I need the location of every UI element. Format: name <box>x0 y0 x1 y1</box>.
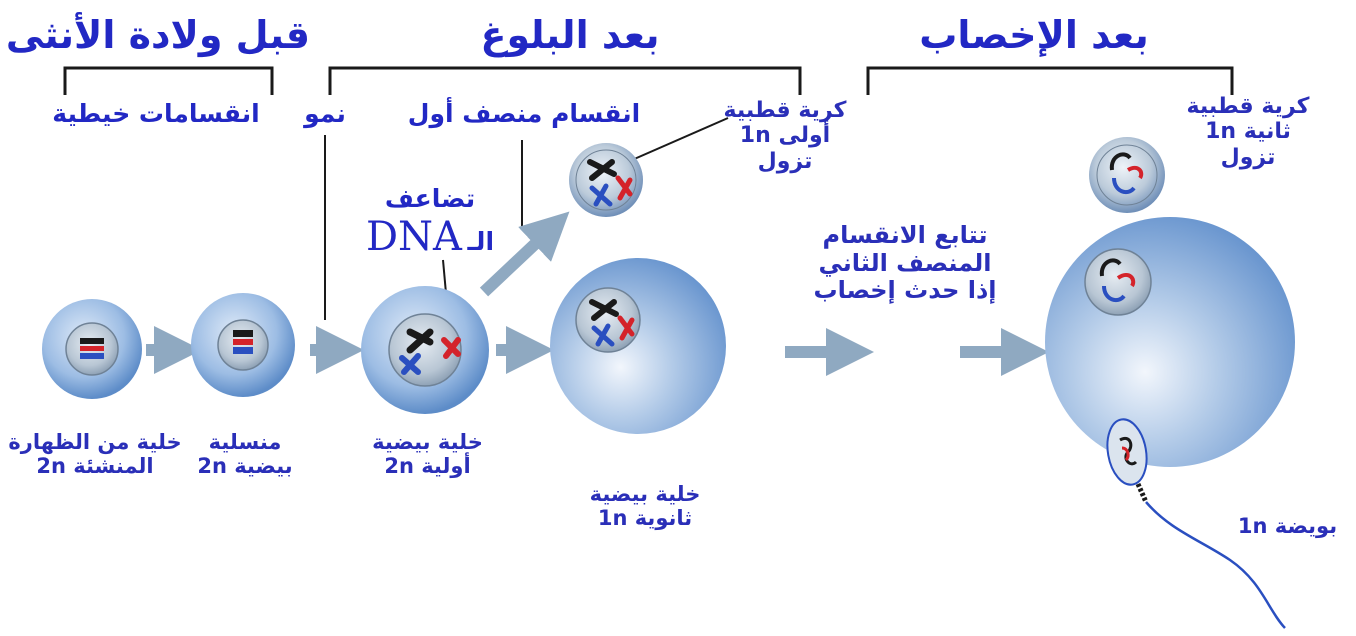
primary-oocyte-cell <box>361 286 489 414</box>
process-arrows <box>146 211 1049 376</box>
bracket-after-fertilization <box>866 66 1234 95</box>
secondary-oocyte-cell <box>550 258 726 434</box>
ovum-cell <box>1045 137 1295 629</box>
primary-oocyte-label: خلية بيضية أولية 2n <box>372 430 483 479</box>
germinal-cell <box>42 299 142 399</box>
dna-prefix: الـ <box>467 226 495 256</box>
label-mitosis: انقسامات خيطية <box>52 99 260 128</box>
header-after-puberty: بعد البلوغ <box>480 13 660 57</box>
first-polar-body-label: كرية قطبية أولى 1n تزول <box>723 98 847 174</box>
arrow-4 <box>479 211 570 297</box>
bracket-before-birth <box>63 66 274 95</box>
germinal-cell-label: خلية من الظهارة المنشئة 2n <box>8 430 182 479</box>
second-polar-body-label: كرية قطبية ثانية 1n تزول <box>1186 94 1310 170</box>
oogonium-cell <box>191 293 295 397</box>
dna-acronym: DNA <box>365 213 462 260</box>
first-polar-body <box>569 143 643 217</box>
polar-body-line <box>631 117 729 161</box>
meiosis-two-label: تتابع الانقسام المنصف الثاني إذا حدث إخص… <box>813 221 997 305</box>
header-before-birth: قبل ولادة الأنثى <box>5 13 310 57</box>
sperm <box>1106 418 1286 629</box>
bracket-after-puberty <box>328 66 802 95</box>
ovum-label: بويضة 1n <box>1237 514 1338 538</box>
dna-duplication-label: تضاعف DNA الـ <box>365 184 495 260</box>
label-meiosis-one: انقسام منصف أول <box>407 99 641 128</box>
secondary-oocyte-label: خلية بيضية ثانوية 1n <box>589 482 701 531</box>
header-after-fertilization: بعد الإخصاب <box>919 13 1149 57</box>
label-growth: نمو <box>304 99 346 128</box>
ovum-nucleus <box>1084 248 1152 316</box>
oogonium-label: منسلية بيضية 2n <box>197 430 293 479</box>
second-polar-body <box>1089 137 1165 213</box>
